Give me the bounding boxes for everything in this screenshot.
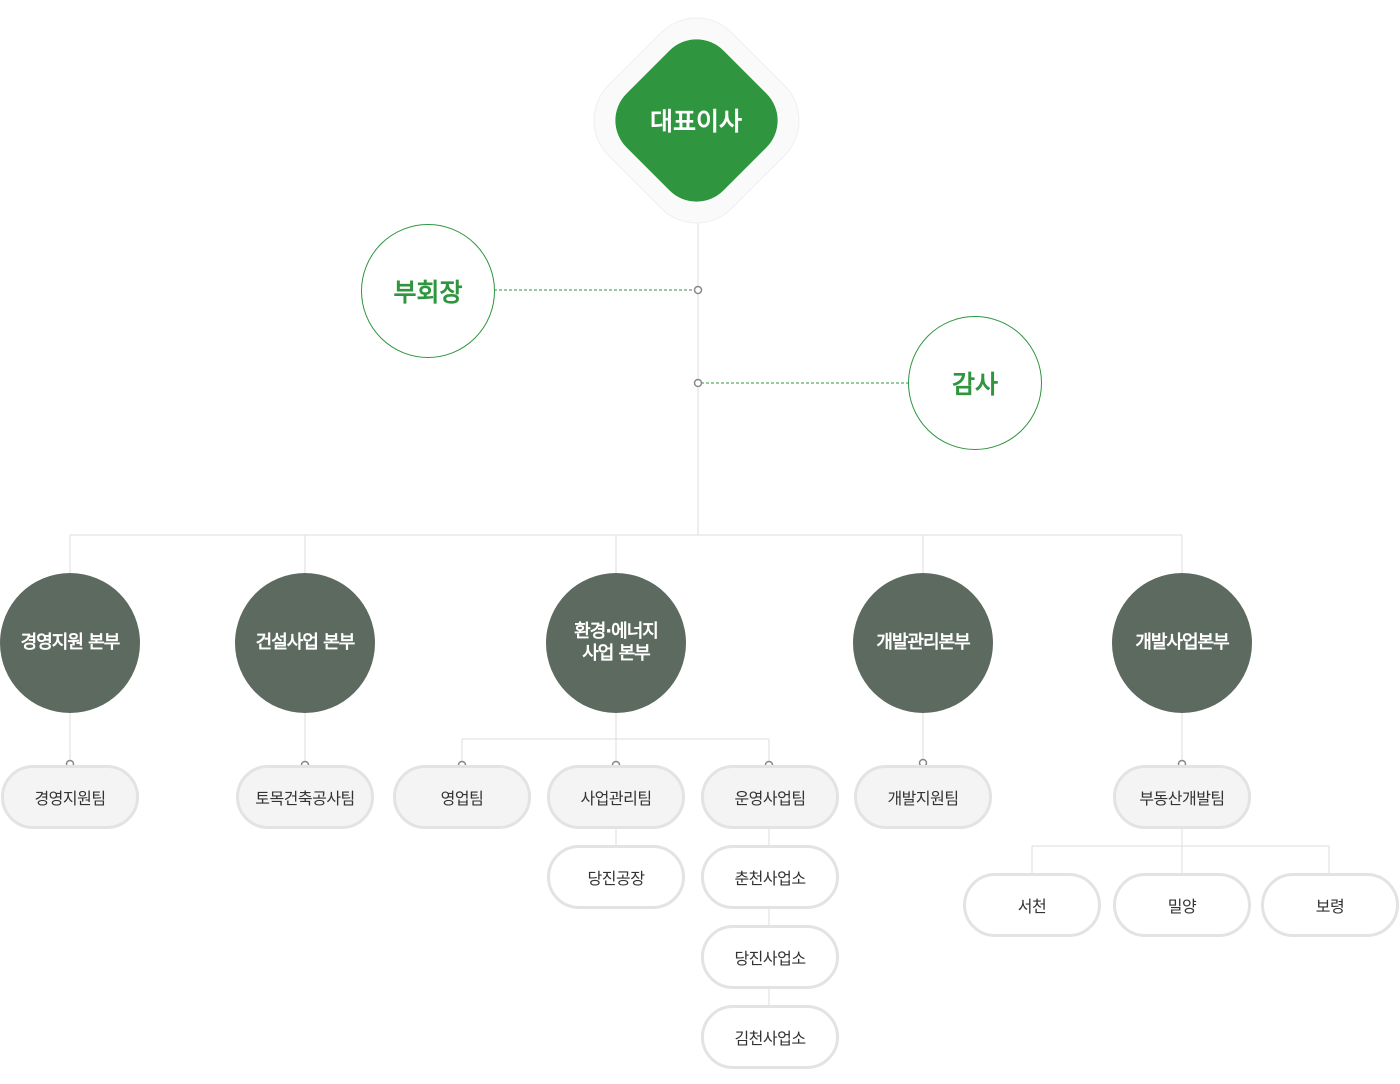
unit-miryang: 밀양	[1113, 873, 1251, 937]
team-sales: 영업팀	[393, 765, 531, 829]
team-management-support: 경영지원팀	[1, 765, 139, 829]
unit-chuncheon-office: 춘천사업소	[701, 845, 839, 909]
ceo-label: 대표이사	[649, 107, 742, 136]
division-management-support: 경영지원 본부	[0, 573, 140, 713]
unit-dangjin-plant: 당진공장	[547, 845, 685, 909]
unit-gimcheon-office: 김천사업소	[701, 1005, 839, 1069]
unit-dangjin-office: 당진사업소	[701, 925, 839, 989]
unit-boryeong: 보령	[1261, 873, 1399, 937]
team-civil-construction: 토목건축공사팀	[236, 765, 374, 829]
unit-seocheon: 서천	[963, 873, 1101, 937]
team-operations: 운영사업팀	[701, 765, 839, 829]
advisor-auditor: 감사	[908, 316, 1042, 450]
division-environment-energy: 환경·에너지 사업 본부	[546, 573, 686, 713]
advisor-vice-chairman: 부회장	[361, 224, 495, 358]
team-business-management: 사업관리팀	[547, 765, 685, 829]
team-development-support: 개발지원팀	[854, 765, 992, 829]
team-real-estate-development: 부동산개발팀	[1113, 765, 1251, 829]
division-development-business: 개발사업본부	[1112, 573, 1252, 713]
division-construction: 건설사업 본부	[235, 573, 375, 713]
division-development-management: 개발관리본부	[853, 573, 993, 713]
